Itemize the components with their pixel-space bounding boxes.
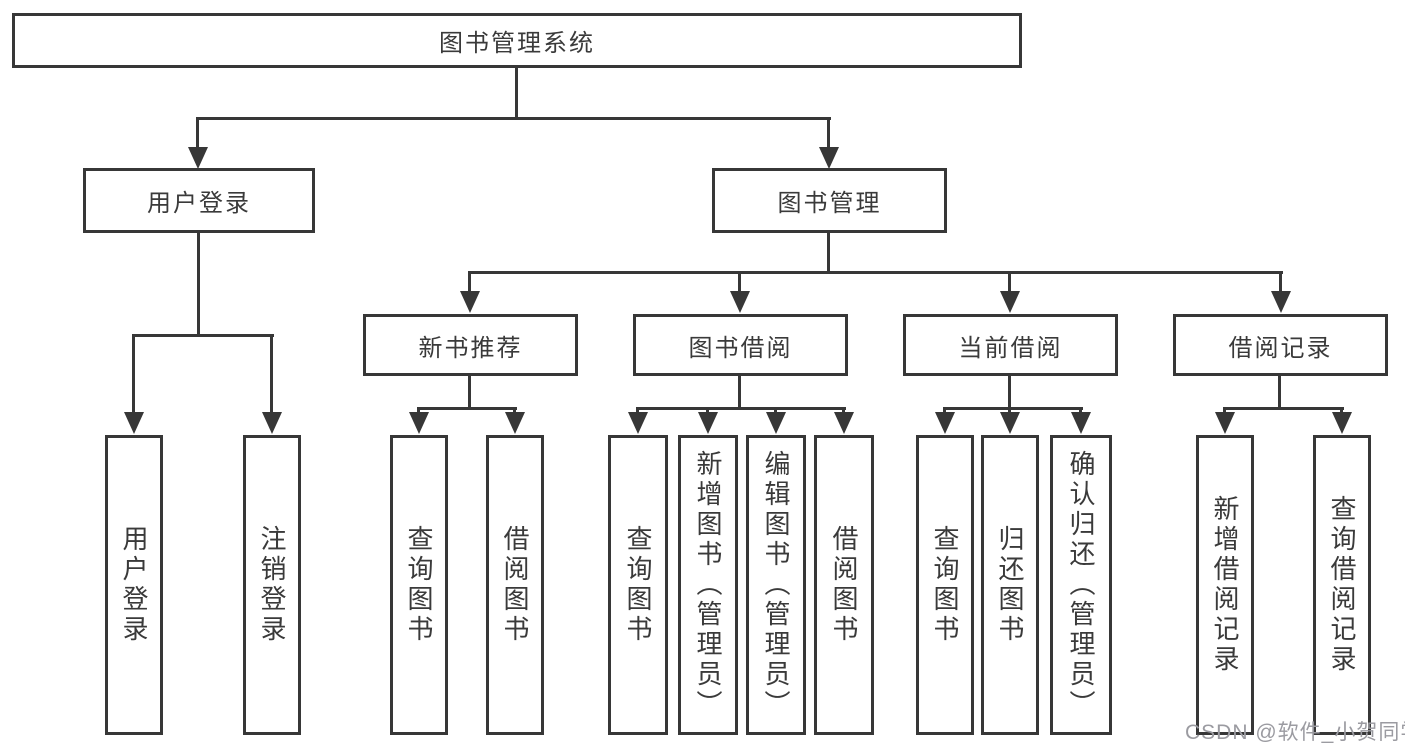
- node-label: 借阅图书: [500, 525, 530, 645]
- node-label: 归还图书: [995, 525, 1025, 645]
- leaf-borrowing-borrow-books: 借阅图书: [814, 435, 874, 735]
- leaf-confirm-return-admin: 确认归还（管理员）: [1050, 435, 1112, 735]
- node-label: 图书管理系统: [439, 30, 595, 57]
- node-user-login: 用户登录: [83, 168, 315, 233]
- leaf-recommend-borrow-books: 借阅图书: [486, 435, 544, 735]
- connector-line: [827, 233, 830, 273]
- leaf-borrowing-query-books: 查询图书: [608, 435, 668, 735]
- arrow-down-icon: [766, 407, 786, 434]
- node-label: 新书推荐: [418, 334, 523, 362]
- leaf-add-borrow-record: 新增借阅记录: [1196, 435, 1254, 735]
- arrow-down-icon: [730, 271, 750, 313]
- node-label: 借阅记录: [1228, 334, 1333, 362]
- connector-line: [1278, 376, 1281, 409]
- node-label: 当前借阅: [958, 334, 1063, 362]
- node-label: 图书管理: [777, 190, 882, 217]
- arrow-down-icon: [628, 407, 648, 434]
- connector-line: [468, 271, 1283, 274]
- node-label: 编辑图书（管理员）: [761, 450, 791, 720]
- arrow-down-icon: [188, 117, 208, 169]
- connector-line: [738, 376, 741, 409]
- arrow-down-icon: [1215, 407, 1235, 434]
- connector-line: [636, 407, 846, 410]
- node-label: 注销登录: [257, 525, 287, 645]
- leaf-recommend-query-books: 查询图书: [390, 435, 448, 735]
- node-borrowing-records: 借阅记录: [1173, 314, 1388, 376]
- arrow-down-icon: [1000, 407, 1020, 434]
- arrow-down-icon: [1071, 407, 1091, 434]
- arrow-down-icon: [262, 334, 282, 434]
- arrow-down-icon: [124, 334, 144, 434]
- connector-line: [515, 68, 518, 120]
- node-label: 图书借阅: [688, 334, 793, 362]
- node-book-management: 图书管理: [712, 168, 947, 233]
- arrow-down-icon: [1332, 407, 1352, 434]
- leaf-current-query-books: 查询图书: [916, 435, 974, 735]
- arrow-down-icon: [505, 407, 525, 434]
- connector-line: [1008, 376, 1011, 409]
- connector-line: [943, 407, 1083, 410]
- node-current-borrowing: 当前借阅: [903, 314, 1118, 376]
- arrow-down-icon: [1000, 271, 1020, 313]
- node-new-book-recommend: 新书推荐: [363, 314, 578, 376]
- watermark: CSDN @软件_小贺同学: [1185, 721, 1405, 744]
- node-label: 新增借阅记录: [1210, 495, 1240, 675]
- node-label: 查询图书: [930, 525, 960, 645]
- connector-line: [197, 117, 831, 120]
- leaf-edit-books-admin: 编辑图书（管理员）: [746, 435, 806, 735]
- node-root: 图书管理系统: [12, 13, 1022, 68]
- arrow-down-icon: [460, 271, 480, 313]
- arrow-down-icon: [834, 407, 854, 434]
- leaf-user-login: 用户登录: [105, 435, 163, 735]
- node-label: 借阅图书: [829, 525, 859, 645]
- node-label: 查询图书: [623, 525, 653, 645]
- node-label: 用户登录: [119, 525, 149, 645]
- leaf-add-books-admin: 新增图书（管理员）: [678, 435, 738, 735]
- node-label: 新增图书（管理员）: [693, 450, 723, 720]
- connector-line: [468, 376, 471, 409]
- connector-line: [417, 407, 517, 410]
- leaf-query-borrow-record: 查询借阅记录: [1313, 435, 1371, 735]
- connector-line: [132, 334, 274, 337]
- arrow-down-icon: [698, 407, 718, 434]
- node-label: 查询图书: [404, 525, 434, 645]
- connector-line: [1223, 407, 1344, 410]
- leaf-logout: 注销登录: [243, 435, 301, 735]
- arrow-down-icon: [935, 407, 955, 434]
- node-label: 确认归还（管理员）: [1066, 450, 1096, 720]
- arrow-down-icon: [409, 407, 429, 434]
- arrow-down-icon: [1271, 271, 1291, 313]
- node-label: 查询借阅记录: [1327, 495, 1357, 675]
- arrow-down-icon: [819, 117, 839, 169]
- connector-line: [197, 233, 200, 336]
- node-label: 用户登录: [147, 190, 251, 217]
- leaf-return-books: 归还图书: [981, 435, 1039, 735]
- node-book-borrowing: 图书借阅: [633, 314, 848, 376]
